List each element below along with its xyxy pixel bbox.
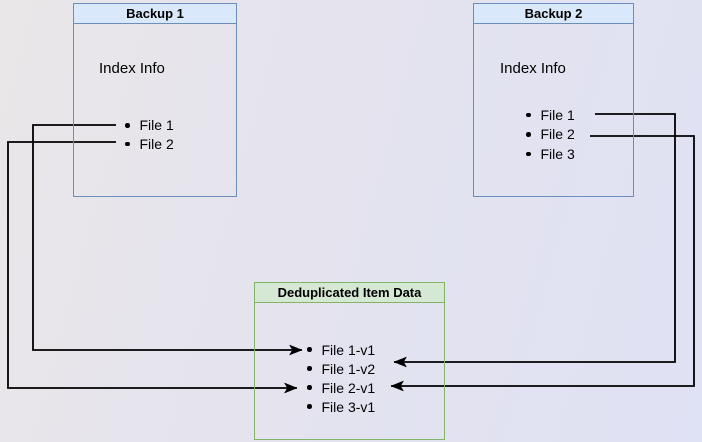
- item-label: File 3: [540, 145, 575, 162]
- bullet-icon: [526, 112, 531, 117]
- bullet-icon: [526, 132, 531, 137]
- bullet-icon: [125, 141, 130, 146]
- backup1-subtitle: Index Info: [99, 60, 165, 77]
- list-item: File 1-v1: [307, 340, 375, 359]
- bullet-icon: [125, 123, 130, 128]
- bullet-icon: [307, 366, 312, 371]
- list-item: File 3-v1: [307, 397, 375, 416]
- list-item: File 3: [526, 144, 575, 164]
- bullet-icon: [307, 385, 312, 390]
- deduplicated-item-data-box: Deduplicated Item Data File 1-v1 File 1-…: [254, 282, 445, 440]
- item-label: File 1: [139, 117, 174, 134]
- backup2-box: Backup 2 Index Info File 1 File 2 File 3: [473, 3, 634, 197]
- dedup-item-list: File 1-v1 File 1-v2 File 2-v1 File 3-v1: [307, 340, 375, 416]
- item-label: File 1: [540, 106, 575, 123]
- item-label: File 1-v1: [321, 341, 376, 358]
- item-label: File 2: [139, 135, 174, 152]
- bullet-icon: [307, 347, 312, 352]
- list-item: File 1-v2: [307, 359, 375, 378]
- list-item: File 1: [125, 116, 174, 135]
- backup1-title: Backup 1: [74, 4, 236, 24]
- item-label: File 2: [540, 126, 575, 143]
- bullet-icon: [526, 151, 531, 156]
- list-item: File 2: [526, 125, 575, 145]
- list-item: File 1: [526, 105, 575, 125]
- backup2-subtitle: Index Info: [500, 60, 566, 77]
- backup2-file-list: File 1 File 2 File 3: [526, 105, 575, 164]
- item-label: File 2-v1: [321, 379, 376, 396]
- list-item: File 2: [125, 135, 174, 154]
- backup1-box: Backup 1 Index Info File 1 File 2: [73, 3, 237, 197]
- list-item: File 2-v1: [307, 378, 375, 397]
- item-label: File 1-v2: [321, 360, 376, 377]
- item-label: File 3-v1: [321, 398, 376, 415]
- backup1-file-list: File 1 File 2: [125, 116, 174, 153]
- dedup-title: Deduplicated Item Data: [255, 283, 444, 303]
- backup2-title: Backup 2: [474, 4, 633, 24]
- bullet-icon: [307, 404, 312, 409]
